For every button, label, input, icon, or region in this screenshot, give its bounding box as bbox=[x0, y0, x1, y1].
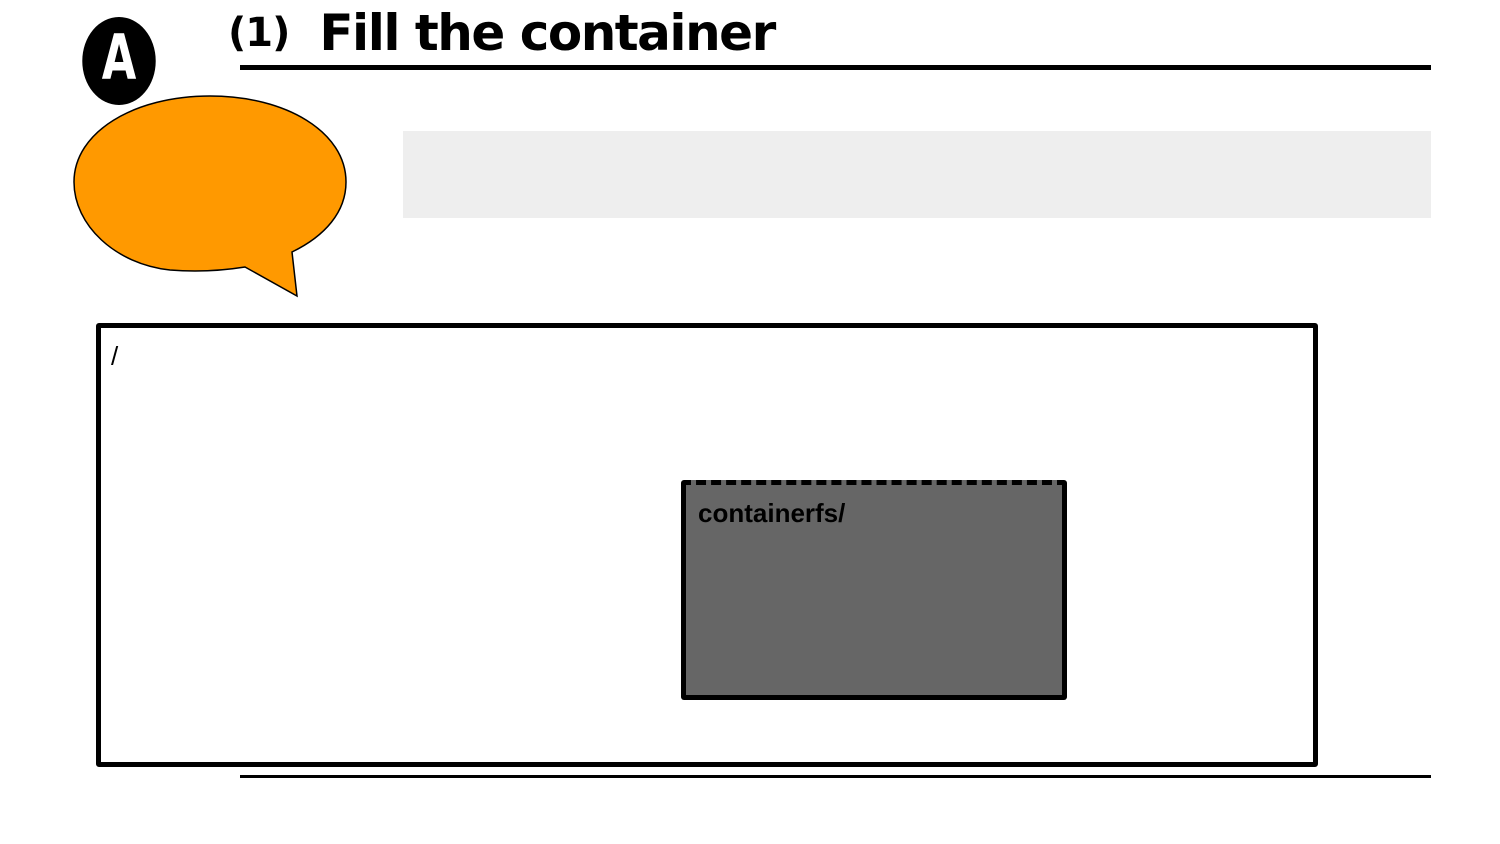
page-header: (1) Fill the container bbox=[228, 0, 776, 66]
caption-bar bbox=[403, 131, 1431, 218]
root-filesystem-label: / bbox=[111, 341, 119, 371]
page-title: Fill the container bbox=[319, 4, 776, 62]
step-number: (1) bbox=[228, 10, 290, 56]
speech-bubble-shape bbox=[73, 95, 347, 298]
containerfs-label: containerfs/ bbox=[698, 498, 846, 528]
step-badge: A bbox=[82, 17, 156, 105]
header-underline bbox=[240, 65, 1431, 70]
step-badge-letter: A bbox=[101, 21, 137, 94]
speech-bubble-icon bbox=[73, 95, 347, 298]
footer-rule bbox=[240, 775, 1431, 778]
containerfs-box bbox=[681, 480, 1067, 700]
